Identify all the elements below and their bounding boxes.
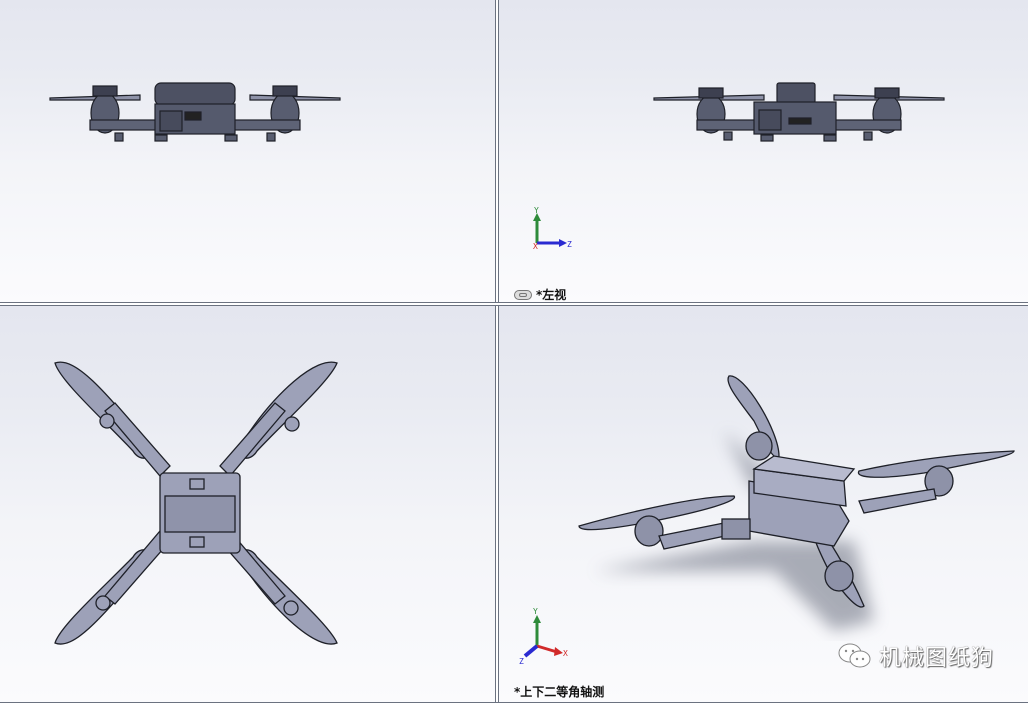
axis-triad: Y Z X (533, 206, 572, 250)
viewport-front[interactable] (0, 0, 495, 302)
svg-text:Z: Z (567, 240, 572, 249)
svg-text:X: X (533, 242, 538, 250)
drone-front-view (49, 82, 341, 142)
vertical-splitter[interactable] (495, 0, 499, 706)
svg-text:Y: Y (534, 206, 539, 215)
view-label: *上下二等角轴测 (514, 685, 605, 699)
drone-top-view (54, 361, 338, 645)
wechat-icon (838, 643, 871, 668)
viewport-dimetric-view[interactable]: Y X Z *上下二等角轴测 机械图纸狗 (499, 306, 1028, 702)
svg-text:Y: Y (533, 607, 538, 616)
watermark: 机械图纸狗 (837, 640, 994, 672)
view-label: *左视 (514, 286, 566, 302)
link-view-icon[interactable] (514, 289, 532, 300)
svg-text:X: X (563, 649, 568, 658)
viewport-left-view[interactable]: Y Z X *左视 (499, 0, 1028, 302)
svg-text:Z: Z (519, 657, 524, 666)
drone-dimetric-view (578, 375, 1015, 631)
horizontal-splitter[interactable] (0, 302, 1028, 306)
bottom-border (0, 702, 1028, 706)
viewport-top-view[interactable] (0, 306, 495, 702)
axis-triad: Y X Z (519, 607, 568, 666)
drone-left-view (653, 82, 945, 142)
